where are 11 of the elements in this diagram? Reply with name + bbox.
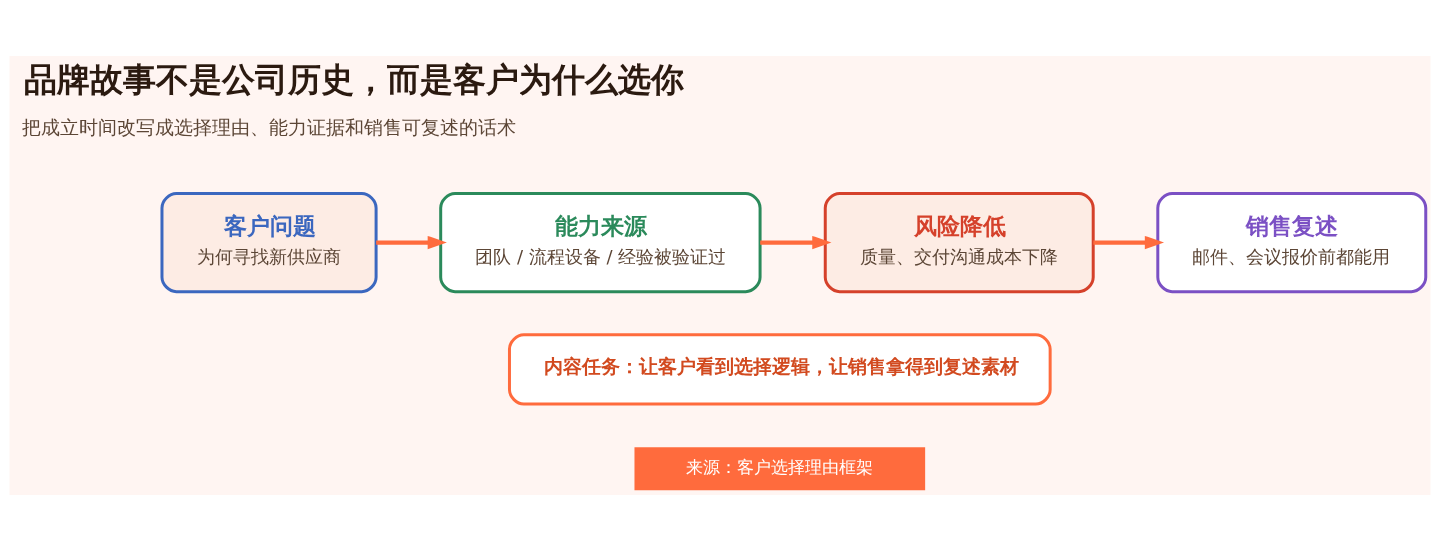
node-box: 客户问题 为何寻找新供应商 bbox=[160, 191, 378, 293]
arrow bbox=[376, 235, 447, 249]
node-box: 销售复述 邮件、会议报价前都能用 bbox=[1156, 191, 1428, 293]
label: 把成立时间改写成选择理由、能力证据和销售可复述的话术 bbox=[22, 115, 517, 139]
label: 来源：客户选择理由框架 bbox=[686, 456, 874, 477]
node-box: 风险降低 质量、交付沟通成本下降 bbox=[823, 191, 1095, 293]
diagram-title: 品牌故事不是公司历史，而是客户为什么选你 bbox=[23, 59, 684, 99]
arrow bbox=[1093, 235, 1165, 249]
arrow bbox=[760, 235, 832, 249]
node-box: 能力来源 团队 / 流程设备 / 经验被验证过 bbox=[439, 191, 762, 293]
node-box: 内容任务：让客户看到选择逻辑，让销售拿得到复述素材 bbox=[507, 332, 1052, 406]
